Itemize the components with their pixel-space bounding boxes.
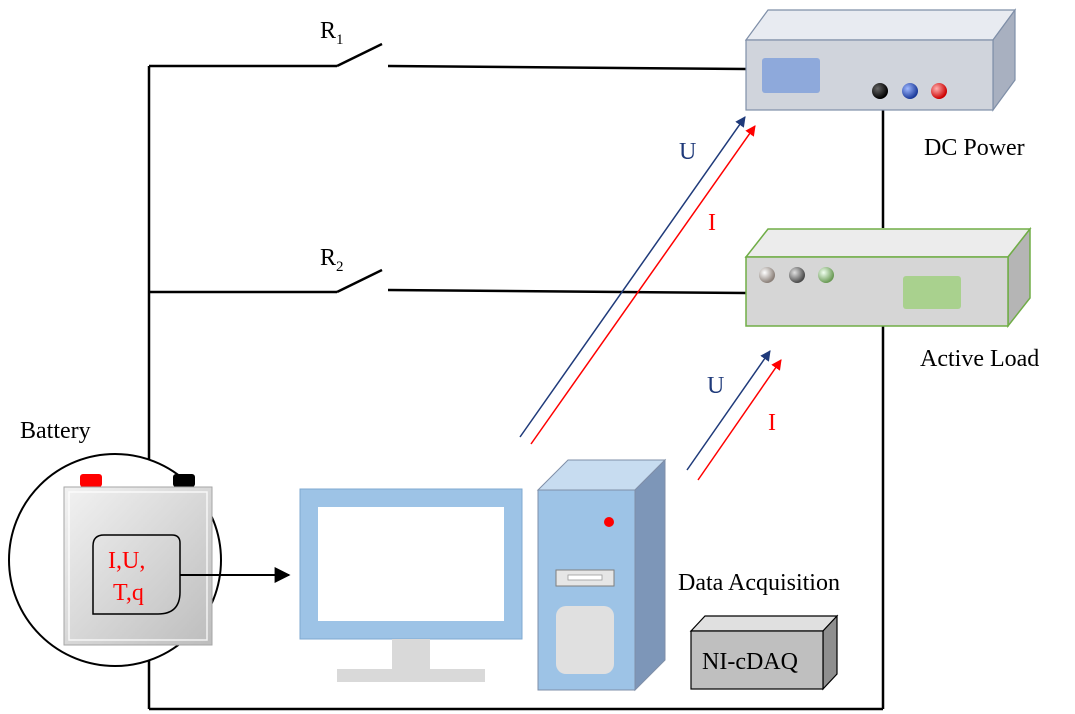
dc-power-black-terminal bbox=[872, 83, 888, 99]
svg-text:2: 2 bbox=[336, 259, 344, 275]
monitor-stand bbox=[392, 639, 430, 669]
active-load-white-knob bbox=[759, 267, 775, 283]
dc-power-supply bbox=[744, 8, 1017, 112]
battery-negative-terminal bbox=[173, 474, 195, 487]
monitor-base bbox=[337, 669, 485, 682]
signal-u-upper-label: U bbox=[679, 139, 696, 165]
ni-cdaq-device bbox=[689, 614, 839, 691]
switch-r1-label: R 1 bbox=[320, 18, 344, 48]
circuit-wires bbox=[147, 42, 885, 711]
battery-parameter-box bbox=[92, 534, 181, 615]
battery-body bbox=[63, 486, 213, 646]
signal-arrows-active-load bbox=[686, 350, 782, 481]
dc-power-display bbox=[762, 58, 820, 93]
signal-u-lower-label: U bbox=[707, 373, 724, 399]
battery bbox=[8, 453, 222, 667]
signal-i-lower-label: I bbox=[768, 410, 776, 436]
signal-arrows-dc-power bbox=[519, 116, 756, 445]
monitor bbox=[299, 488, 523, 682]
pc-tower bbox=[536, 458, 667, 692]
active-load-label: Active Load bbox=[920, 346, 1039, 372]
active-load-display bbox=[903, 276, 961, 309]
battery-params-line1: I,U, bbox=[108, 548, 145, 574]
data-acquisition-label: Data Acquisition bbox=[678, 570, 840, 596]
pc-front-panel bbox=[556, 606, 614, 674]
svg-text:R: R bbox=[320, 245, 336, 271]
svg-text:R: R bbox=[320, 18, 336, 44]
battery-positive-terminal bbox=[80, 474, 102, 487]
dc-power-label: DC Power bbox=[924, 135, 1025, 161]
battery-label: Battery bbox=[20, 418, 91, 444]
ni-cdaq-label: NI-cDAQ bbox=[702, 649, 798, 675]
active-load bbox=[744, 226, 1032, 329]
active-load-grey-knob bbox=[789, 267, 805, 283]
battery-params-line2: T,q bbox=[113, 580, 144, 606]
dc-power-blue-terminal bbox=[902, 83, 918, 99]
svg-text:1: 1 bbox=[336, 32, 344, 48]
active-load-green-knob bbox=[818, 267, 834, 283]
dc-power-red-terminal bbox=[931, 83, 947, 99]
pc-power-led bbox=[604, 517, 614, 527]
monitor-screen bbox=[318, 507, 504, 621]
signal-i-upper-label: I bbox=[708, 210, 716, 236]
switch-r2-label: R 2 bbox=[320, 245, 344, 275]
